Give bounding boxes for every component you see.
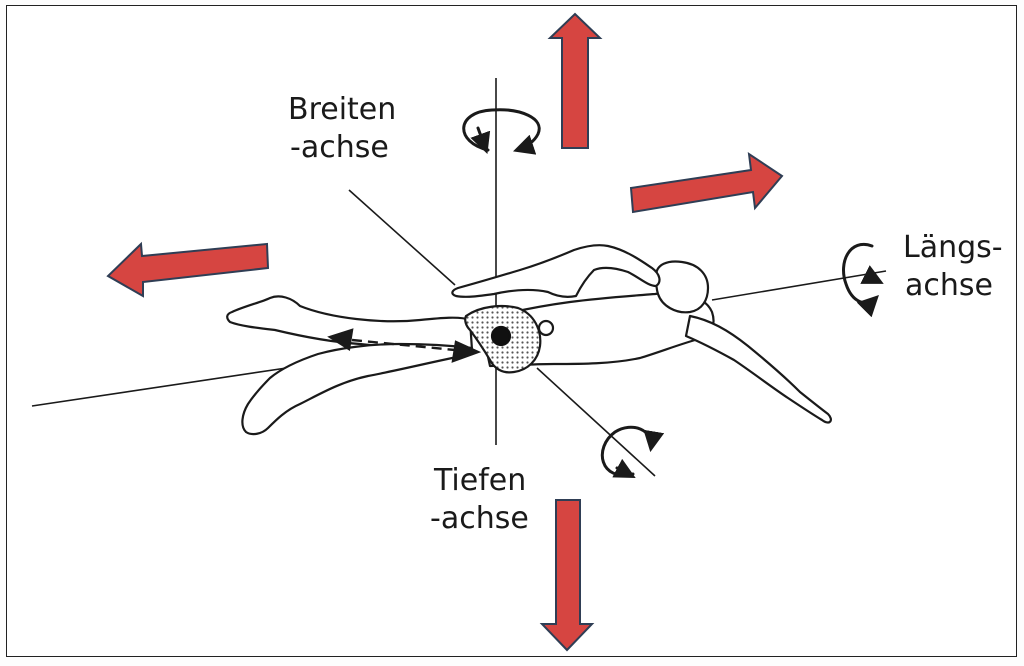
kick-double-arrow bbox=[327, 328, 482, 363]
axis-lines bbox=[31, 78, 887, 477]
swimmer-figure bbox=[226, 244, 832, 436]
breitenachse-label: Breiten -achse bbox=[288, 91, 396, 167]
arrow-down bbox=[539, 499, 595, 652]
swimmer-leg-lower bbox=[241, 342, 474, 436]
force-arrows bbox=[106, 12, 784, 652]
laengsachse-label-line1: Längs- bbox=[903, 230, 1003, 265]
rotation-icon-transverse bbox=[600, 425, 665, 478]
tiefenachse-label-line2: -achse bbox=[430, 501, 529, 536]
swimmer-head bbox=[654, 260, 710, 314]
arrow-up bbox=[547, 12, 603, 149]
rotation-icon-vertical bbox=[462, 108, 541, 155]
breiten-axis-line-upper bbox=[348, 189, 456, 286]
longitudinal-axis-line-left bbox=[31, 365, 301, 407]
longitudinal-axis-line-right bbox=[711, 270, 887, 301]
swimmer-arm-recovery bbox=[451, 244, 661, 298]
center-of-buoyancy-ring bbox=[537, 319, 555, 337]
laengsachse-label: Längs- achse bbox=[903, 229, 1003, 305]
arrow-right bbox=[629, 151, 784, 214]
laengsachse-label-line2: achse bbox=[905, 268, 993, 303]
rotation-arrows bbox=[462, 108, 884, 478]
tiefenachse-label-line1: Tiefen bbox=[434, 463, 527, 498]
center-of-gravity-dot bbox=[490, 325, 512, 347]
swimmer-arm-front bbox=[684, 314, 832, 424]
breitenachse-label-line2: -achse bbox=[290, 130, 389, 165]
rotation-icon-longitudinal bbox=[842, 242, 884, 318]
tiefenachse-label: Tiefen -achse bbox=[430, 462, 529, 538]
arrow-left bbox=[106, 241, 270, 298]
breitenachse-label-line1: Breiten bbox=[288, 92, 397, 127]
breiten-axis-line-lower bbox=[536, 367, 656, 477]
